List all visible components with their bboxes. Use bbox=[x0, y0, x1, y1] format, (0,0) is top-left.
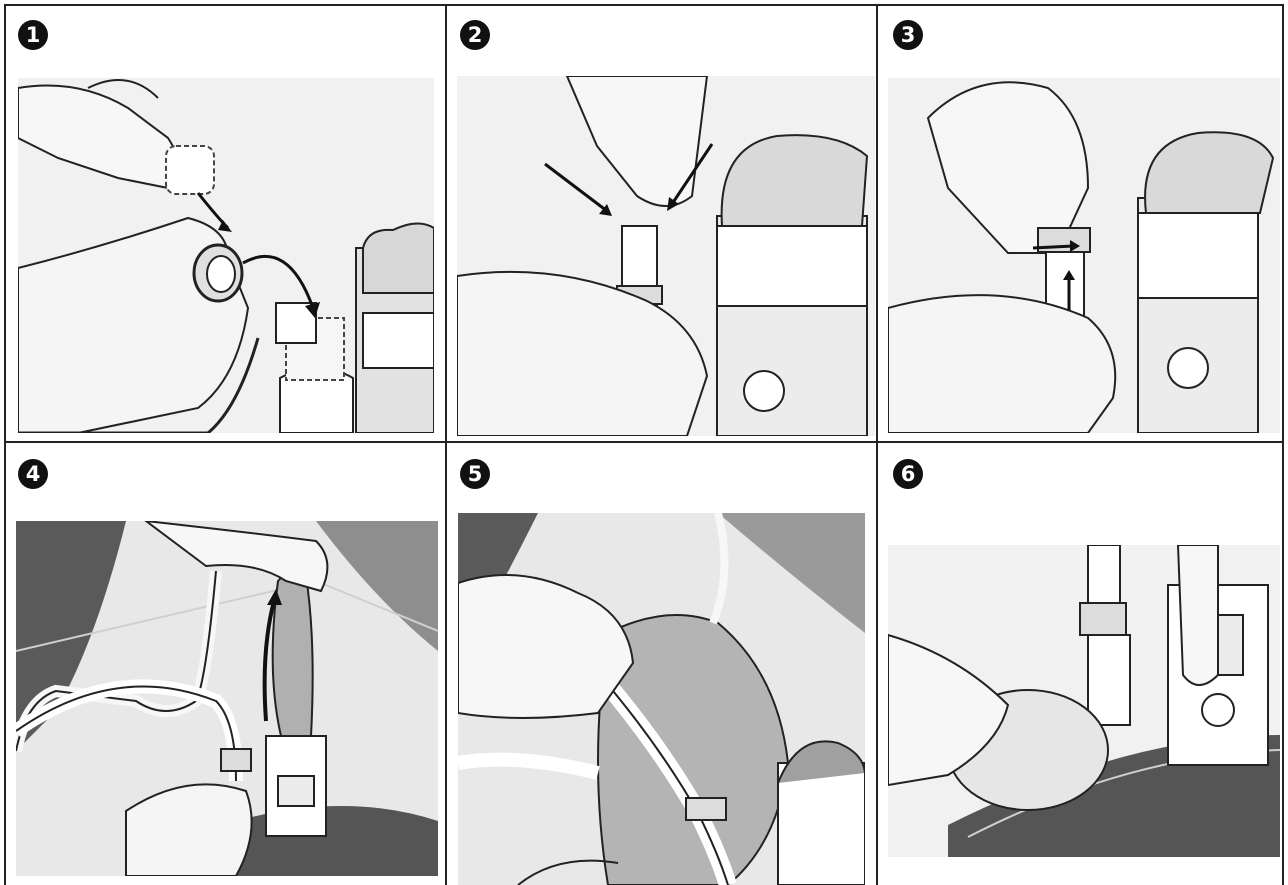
step-illustration bbox=[16, 521, 438, 876]
step-number-badge: 3 bbox=[893, 20, 923, 50]
step-number-badge: 4 bbox=[18, 459, 48, 489]
step-illustration bbox=[888, 78, 1280, 433]
step-number-badge: 5 bbox=[460, 459, 490, 489]
step-panel-6: 6 bbox=[878, 443, 1282, 885]
step-panel-3: 3 bbox=[878, 6, 1282, 441]
grid-border-right bbox=[1282, 4, 1284, 885]
step-illustration bbox=[458, 513, 865, 885]
step-number-badge: 2 bbox=[460, 20, 490, 50]
step-panel-4: 4 bbox=[6, 443, 445, 885]
step-panel-2: 2 bbox=[447, 6, 876, 441]
step-illustration bbox=[18, 78, 434, 433]
step-number-badge: 6 bbox=[893, 459, 923, 489]
step-panel-5: 5 bbox=[447, 443, 876, 885]
step-illustration bbox=[888, 545, 1280, 857]
step-panel-1: 1 bbox=[6, 6, 445, 441]
step-number-badge: 1 bbox=[18, 20, 48, 50]
step-illustration bbox=[457, 76, 875, 436]
